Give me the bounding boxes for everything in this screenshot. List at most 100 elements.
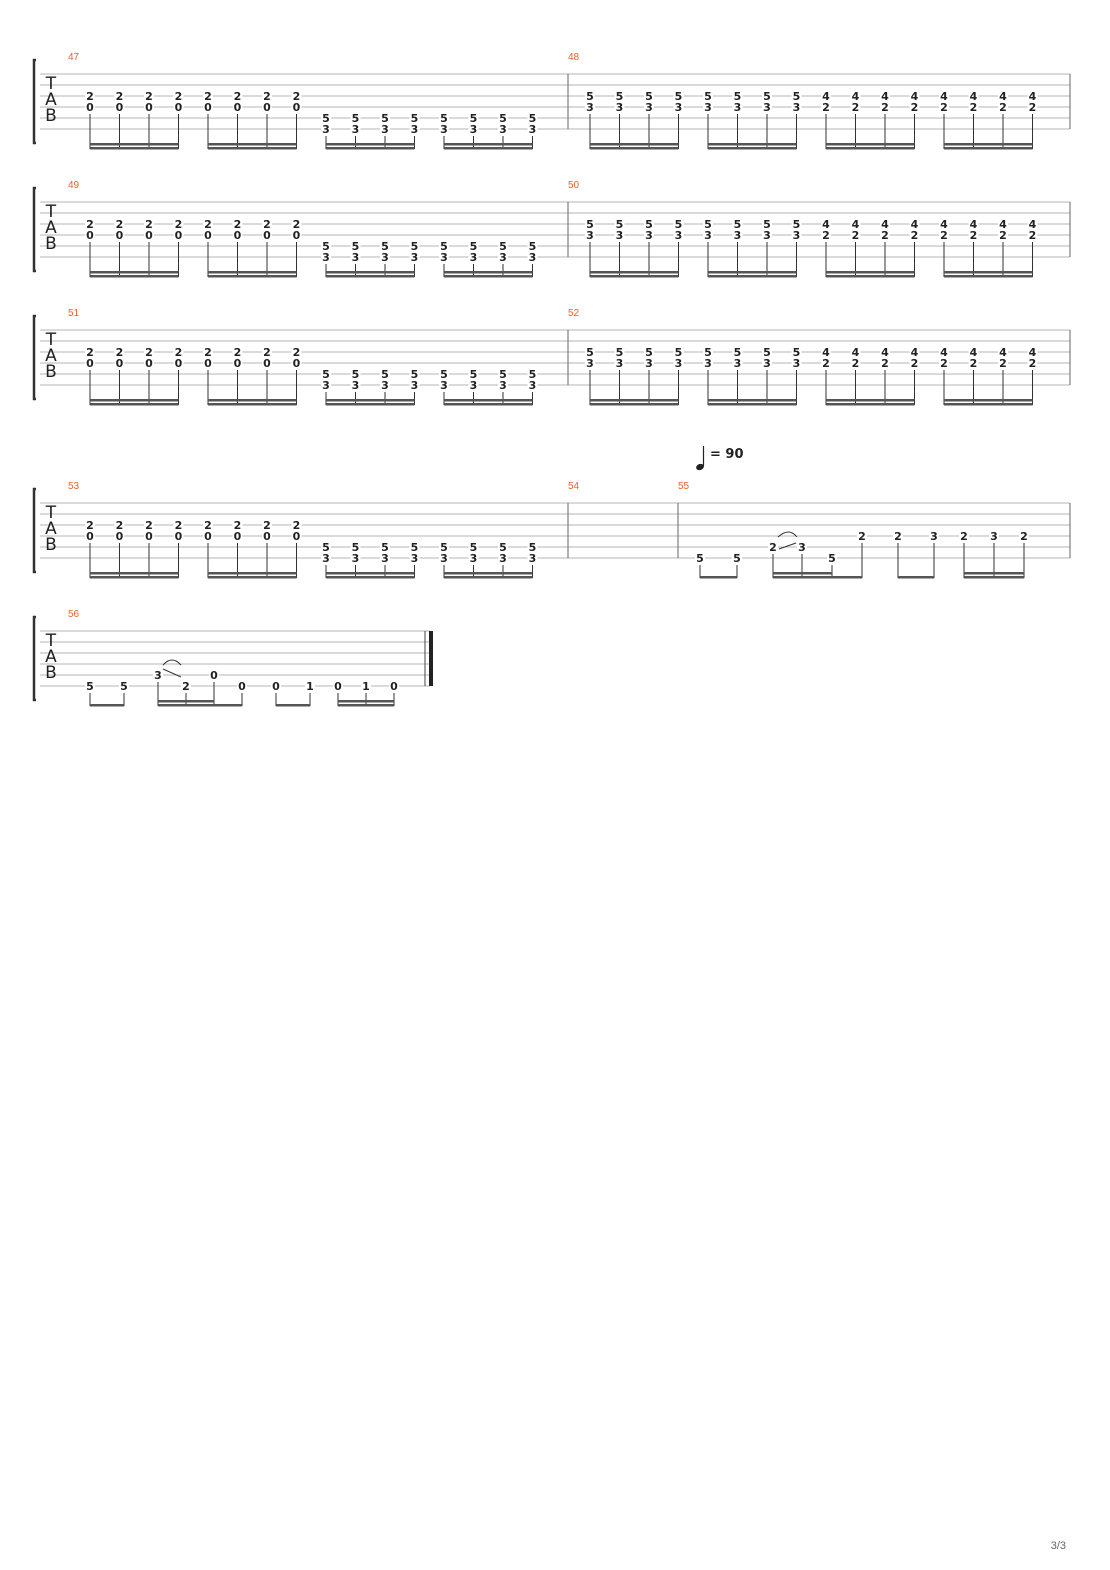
fret-mask [409,368,420,379]
fret-mask [409,251,420,262]
fret-number: 5 [704,90,712,103]
fret-mask [350,379,361,390]
fret-mask [144,519,154,530]
fret-number: 2 [86,90,94,103]
fret-mask [262,519,272,530]
fret-number: 4 [1029,90,1037,103]
fret-number: 0 [86,357,94,370]
fret-number: 0 [334,680,342,693]
fret-mask [291,101,302,112]
fret-number: 5 [696,552,704,565]
beam [208,403,297,406]
fret-number: 0 [116,357,124,370]
fret-number: 2 [960,530,968,543]
fret-mask [203,218,213,229]
beam [444,403,533,406]
fret-mask [237,680,247,691]
fret-number: 5 [529,240,537,253]
fret-number: 5 [499,112,507,125]
fret-number: 0 [390,680,398,693]
fret-mask [85,519,95,530]
beam [944,399,1033,402]
fret-mask [321,552,331,563]
fret-number: 4 [852,346,860,359]
fret-number: 2 [175,519,183,532]
fret-mask [350,112,361,123]
fret-number: 5 [763,90,771,103]
fret-mask [350,368,361,379]
fret-mask [498,368,508,379]
fret-number: 0 [234,530,242,543]
fret-number: 5 [529,368,537,381]
fret-mask [614,101,625,112]
fret-mask [857,530,867,541]
fret-mask [439,552,449,563]
fret-number: 4 [999,90,1007,103]
fret-number: 3 [411,552,419,565]
fret-number: 4 [881,90,889,103]
beam [700,576,737,579]
fret-number: 2 [858,530,866,543]
fret-number: 0 [263,530,271,543]
beam [444,271,533,274]
fret-mask [1027,346,1038,357]
fret-mask [998,90,1008,101]
fret-number: 3 [352,379,360,392]
fret-mask [939,90,949,101]
fret-mask [673,346,684,357]
fret-mask [585,346,595,357]
fret-number: 3 [440,552,448,565]
fret-mask [203,530,213,541]
fret-mask [232,218,243,229]
fret-number: 3 [734,229,742,242]
fret-number: 3 [645,229,653,242]
fret-number: 2 [175,346,183,359]
fret-number: 3 [499,379,507,392]
fret-number: 2 [234,90,242,103]
fret-number: 2 [263,90,271,103]
fret-mask [350,123,361,134]
fret-number: 3 [930,530,938,543]
fret-mask [468,251,479,262]
fret-number: 0 [145,357,153,370]
fret-mask [262,357,272,368]
fret-number: 4 [881,218,889,231]
fret-number: 3 [381,251,389,264]
fret-number: 5 [381,112,389,125]
fret-mask [821,346,831,357]
beam [590,403,679,406]
fret-number: 4 [940,346,948,359]
fret-number: 5 [440,112,448,125]
fret-mask [321,379,331,390]
fret-number: 5 [704,346,712,359]
fret-number: 3 [734,357,742,370]
beam [444,143,533,146]
fret-mask [498,552,508,563]
beam [90,704,124,707]
fret-mask [703,101,713,112]
tab-clef-letter: A [45,218,57,238]
beam [90,271,179,274]
fret-mask [527,379,538,390]
beam [326,572,415,575]
fret-mask [673,101,684,112]
fret-mask [439,112,449,123]
fret-mask [893,530,903,541]
beam [944,271,1033,274]
fret-mask [498,251,508,262]
fret-mask [85,90,95,101]
fret-number: 5 [411,240,419,253]
fret-mask [203,519,213,530]
fret-number: 5 [675,346,683,359]
fret-number: 2 [182,680,190,693]
fret-mask [350,251,361,262]
fret-mask [114,229,125,240]
fret-mask [1019,530,1029,541]
fret-mask [527,240,538,251]
fret-mask [614,346,625,357]
fret-number: 5 [440,541,448,554]
fret-mask [114,519,125,530]
beam [208,275,297,278]
fret-mask [614,229,625,240]
fret-mask [173,229,184,240]
